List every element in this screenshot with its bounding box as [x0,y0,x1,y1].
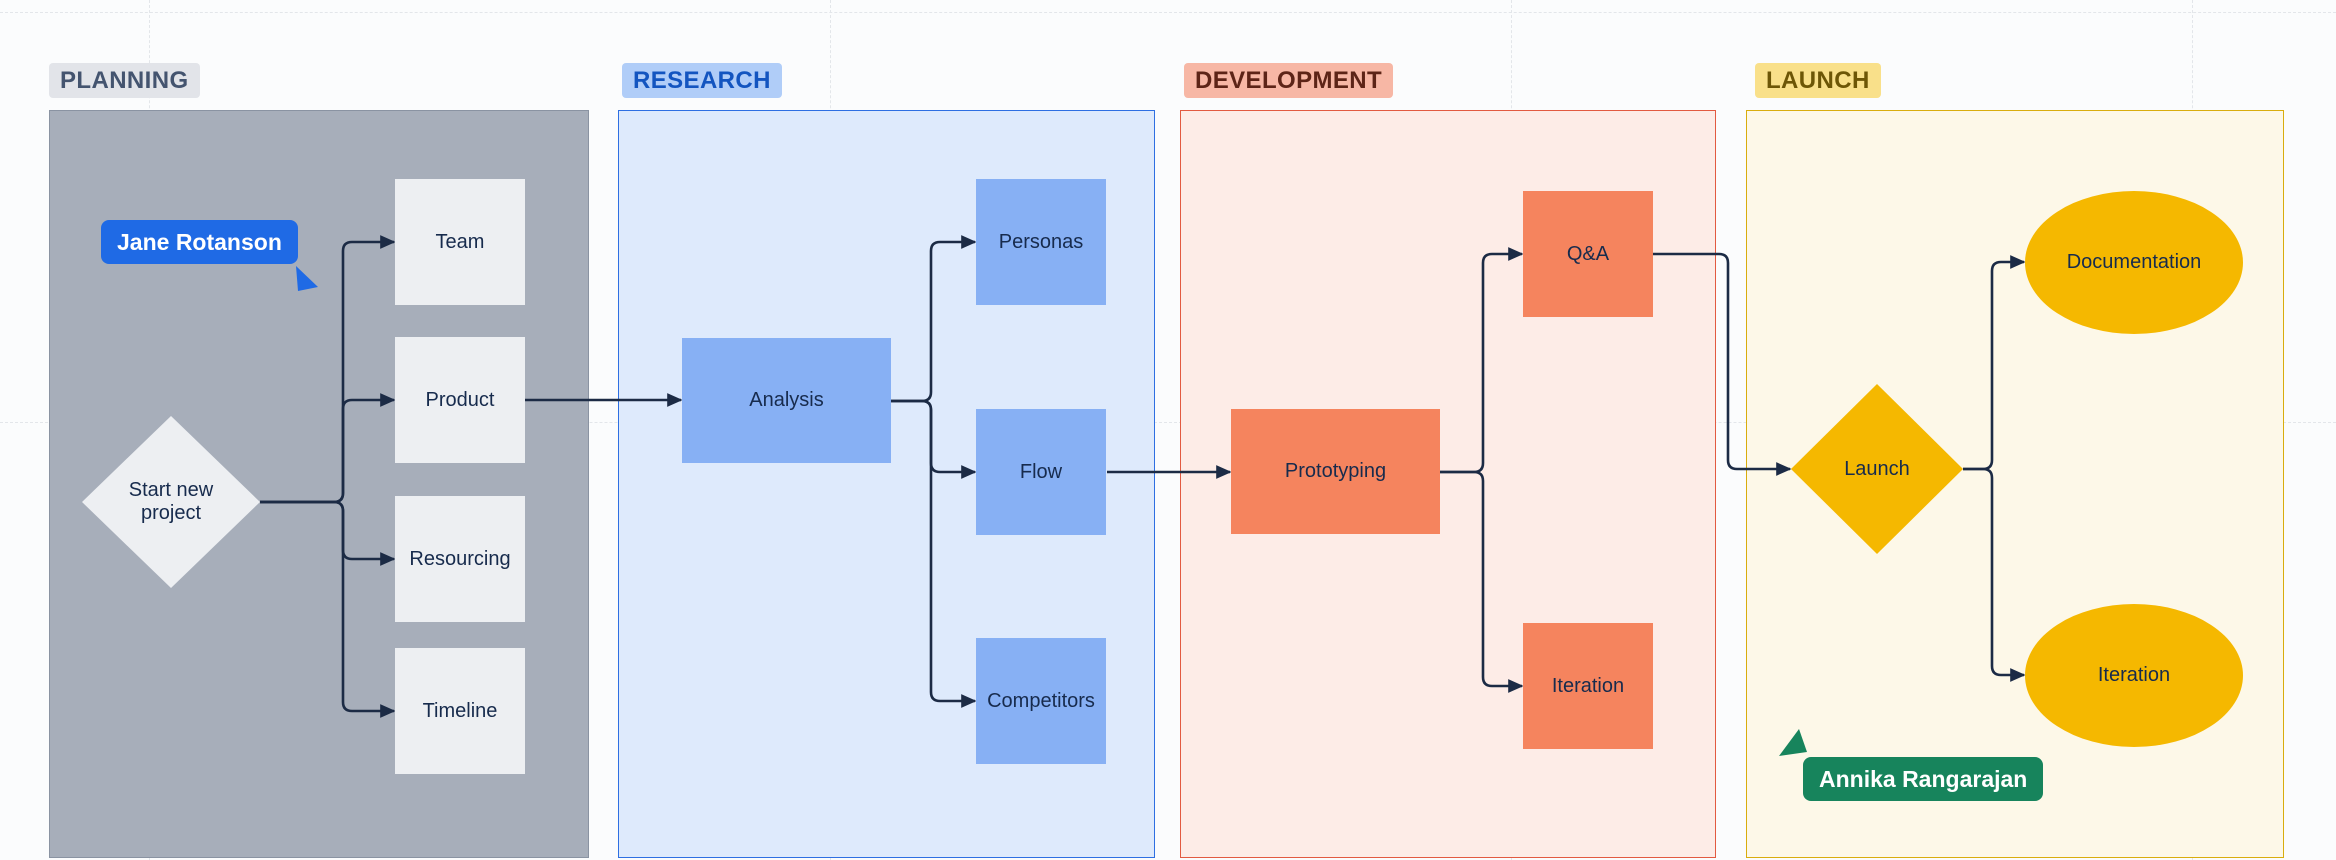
node-documentation[interactable]: Documentation [2025,191,2243,334]
connector-start-timeline[interactable] [260,500,396,718]
connector-analysis-competitors[interactable] [891,399,977,708]
connector-analysis-personas[interactable] [891,235,977,403]
annika-cursor-icon [1779,729,1807,756]
connector-start-team[interactable] [260,235,396,504]
jane-cursor-icon [296,266,318,291]
connector-prototyping-qa[interactable] [1440,247,1524,474]
collaborator-cursor-annika: Annika Rangarajan [1803,757,2044,801]
frame-title-development[interactable]: DEVELOPMENT [1184,63,1394,98]
node-flow[interactable]: Flow [976,409,1106,535]
connector-launch-iteration[interactable] [1963,467,2026,682]
node-analysis[interactable]: Analysis [682,338,891,463]
node-prototyping[interactable]: Prototyping [1231,409,1440,534]
node-timeline[interactable]: Timeline [395,648,525,774]
connector-qa-launch[interactable] [1653,252,1792,476]
collaborator-cursor-jane: Jane Rotanson [101,220,298,264]
connector-analysis-flow[interactable] [891,399,977,479]
node-product[interactable]: Product [395,337,525,463]
node-team[interactable]: Team [395,179,525,305]
frame-title-planning[interactable]: PLANNING [49,63,200,98]
frame-title-launch[interactable]: LAUNCH [1755,63,1881,98]
connector-prototyping-iteration[interactable] [1440,470,1524,693]
connector-start-product[interactable] [260,393,396,504]
node-competitors[interactable]: Competitors [976,638,1106,764]
frame-title-research[interactable]: RESEARCH [622,63,782,98]
connector-launch-documentation[interactable] [1963,255,2026,471]
node-resourcing[interactable]: Resourcing [395,496,525,622]
node-iteration-launch[interactable]: Iteration [2025,604,2243,747]
connector-start-resourcing[interactable] [260,500,396,566]
node-qa[interactable]: Q&A [1523,191,1653,317]
node-personas[interactable]: Personas [976,179,1106,305]
node-iteration-development[interactable]: Iteration [1523,623,1653,749]
